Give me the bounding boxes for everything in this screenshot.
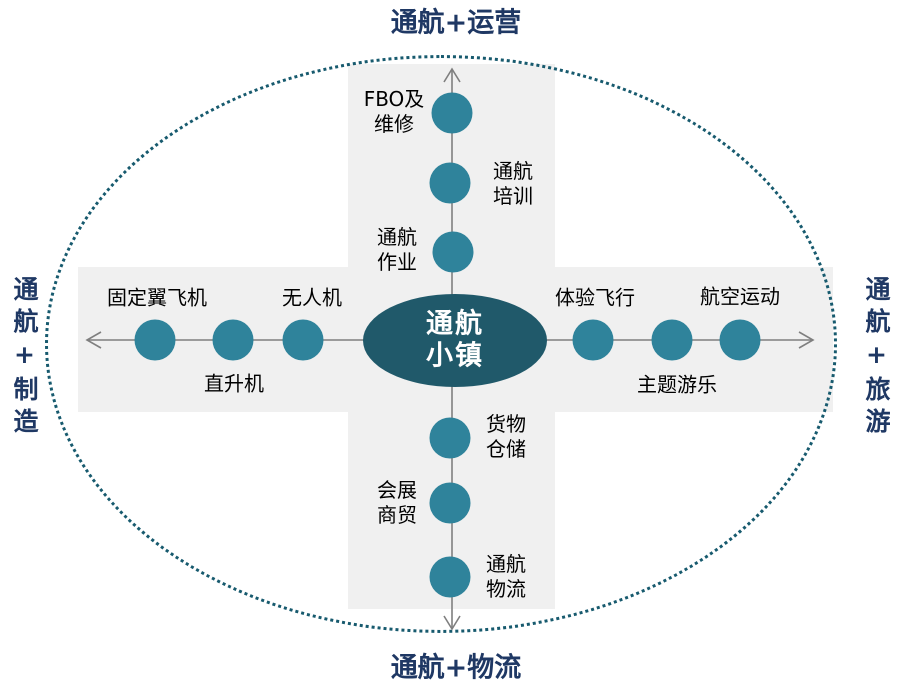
node-label-flight-experience: 体验飞行: [555, 285, 635, 310]
node-label-training: 通航 培训: [493, 159, 533, 208]
axis-title-left: 通航+制造: [10, 276, 39, 440]
axis-title-bottom: 通航+物流: [390, 652, 522, 684]
node-label-operations: 通航 作业: [377, 225, 417, 274]
node-label-fixedwing: 固定翼飞机: [107, 285, 207, 310]
axis-title-right: 通航+旅游: [862, 276, 891, 440]
node-label-logistics: 通航 物流: [486, 552, 526, 601]
node-circle-training: [429, 162, 471, 204]
node-label-theme-park: 主题游乐: [637, 372, 717, 397]
node-label-cargo: 货物 仓储: [486, 412, 526, 461]
node-circle-helicopter: [212, 319, 254, 361]
node-circle-logistics: [429, 556, 471, 598]
node-circle-cargo: [429, 417, 471, 459]
node-circle-fixedwing: [134, 319, 176, 361]
node-circle-theme-park: [651, 319, 693, 361]
dotted-ellipse-border: [45, 55, 837, 633]
node-circle-flight-experience: [572, 319, 614, 361]
node-circle-air-sports: [719, 319, 761, 361]
center-ellipse: [363, 294, 547, 387]
node-circle-fbo: [431, 92, 473, 134]
node-label-exhibition: 会展 商贸: [377, 478, 417, 527]
node-label-air-sports: 航空运动: [700, 284, 780, 309]
node-circle-exhibition: [429, 482, 471, 524]
node-circle-drone: [282, 319, 324, 361]
center-label: 通航 小镇: [426, 308, 484, 372]
node-label-fbo: FBO及 维修: [363, 87, 425, 136]
node-label-drone: 无人机: [282, 285, 342, 310]
node-label-helicopter: 直升机: [204, 371, 264, 396]
axis-title-top: 通航+运营: [390, 7, 522, 39]
node-circle-operations: [432, 231, 474, 273]
